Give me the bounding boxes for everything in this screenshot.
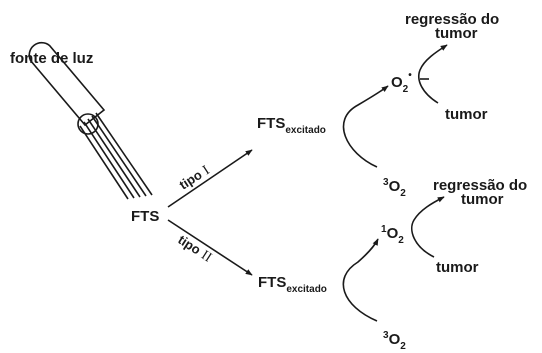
type2-outcome-curve — [410, 196, 445, 258]
type1-reaction-curve — [342, 85, 389, 168]
light-source-lens — [77, 113, 99, 135]
type1-superoxide: O2• — [391, 70, 412, 95]
type1-excited-fts: FTSexcitado — [257, 115, 326, 136]
type2-arrow — [167, 219, 253, 276]
type2-singlet-oxygen: 1O2 — [381, 224, 404, 246]
light-source-label: fonte de luz — [10, 50, 93, 67]
type2-reaction-curve — [342, 238, 379, 322]
type1-outcome-curve — [418, 44, 448, 104]
type2-excited-fts: FTSexcitado — [258, 274, 327, 295]
light-beams — [79, 112, 153, 200]
type2-tumor-target: tumor — [436, 259, 479, 276]
type1-arrow — [167, 149, 253, 208]
fts-label: FTS — [131, 208, 159, 225]
light-source — [28, 41, 153, 200]
type1-triplet-oxygen: 3O2 — [383, 177, 406, 199]
type1-tumor-target: tumor — [445, 106, 488, 123]
light-source-tube — [28, 41, 106, 127]
type2-triplet-oxygen: 3O2 — [383, 330, 406, 352]
